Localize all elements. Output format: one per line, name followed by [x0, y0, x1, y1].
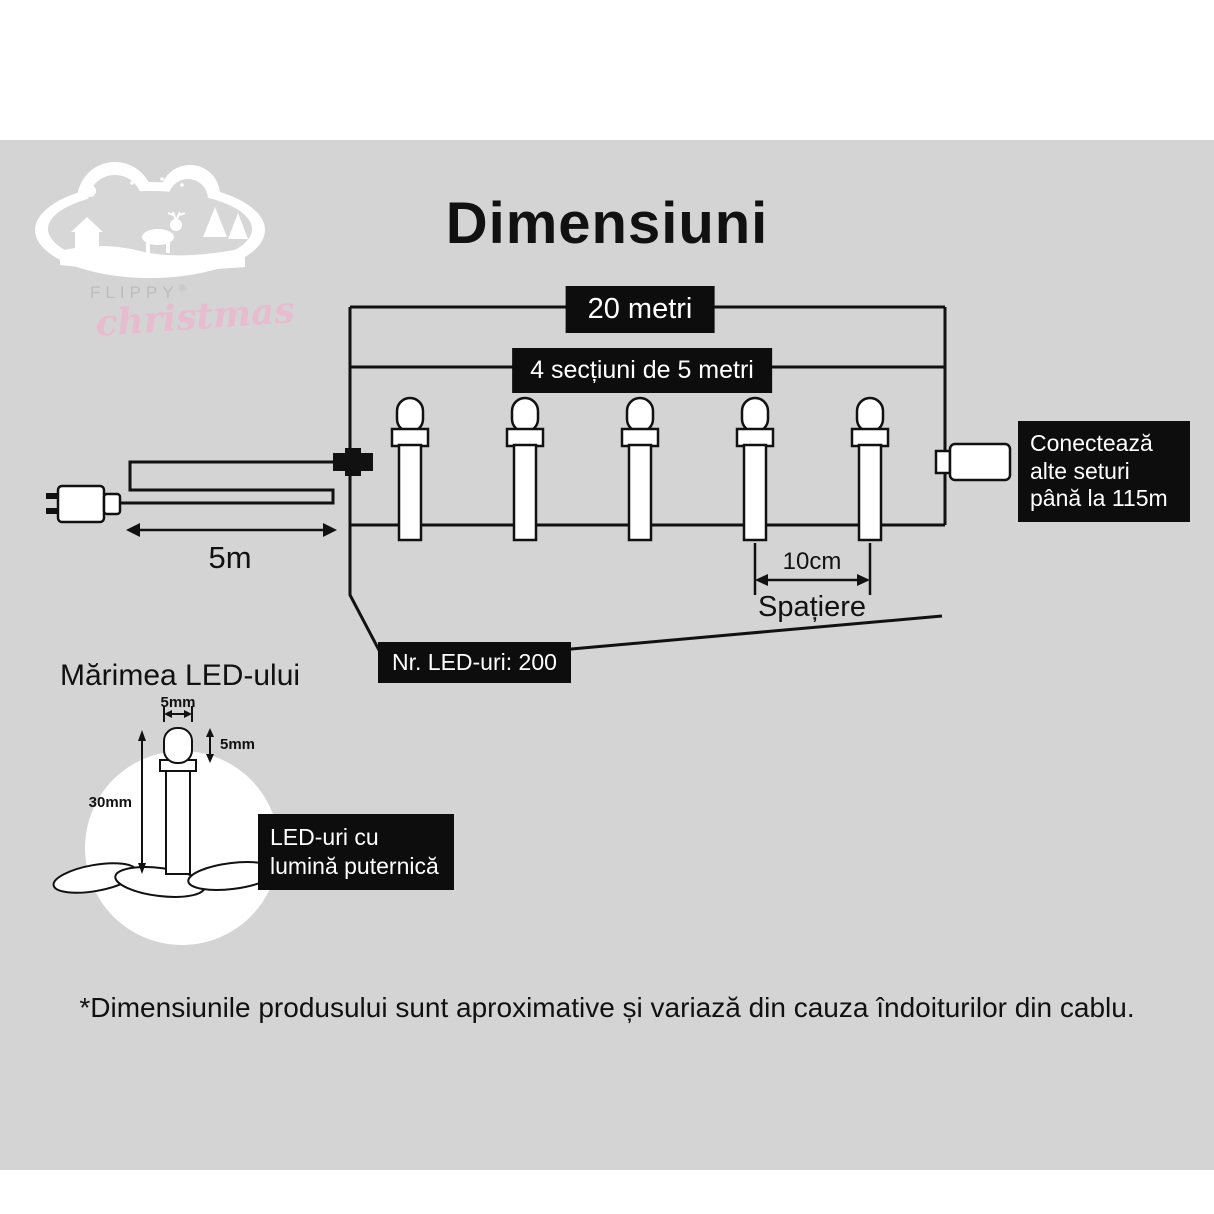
total-length-label: 20 metri [565, 286, 715, 333]
twisted-wire-icon [52, 859, 328, 898]
spacing-arrow [753, 543, 872, 595]
power-plug-icon [46, 484, 122, 524]
sections-label: 4 secțiuni de 5 metri [512, 348, 772, 393]
footnote: *Dimensiunile produsului sunt aproximati… [79, 992, 1135, 1023]
led-width-value: 5mm [160, 694, 196, 711]
led-cap-height-value: 5mm [220, 736, 256, 753]
brand-name: FLIPPY® [90, 283, 191, 302]
end-connector-icon [934, 442, 1012, 482]
connect-note-label: Conectează alte seturi până la 115m [1018, 421, 1190, 522]
lead-length-arrow [126, 523, 337, 537]
led-count-label: Nr. LED-uri: 200 [378, 642, 571, 683]
flippy-christmas-logo: FLIPPY® christmas [30, 155, 296, 355]
led-size-arrows [138, 706, 214, 874]
spacing-value: 10cm [782, 548, 842, 575]
led-bulb-large-icon [159, 727, 197, 875]
led-brightness-note: LED-uri cu lumină puternică [258, 814, 454, 890]
lead-length-value: 5m [208, 540, 252, 575]
led-size-figure [52, 706, 328, 945]
led-body-height-value: 30mm [88, 794, 132, 811]
led-size-title: Mărimea LED-ului [60, 659, 301, 692]
led-bulbs [390, 396, 890, 542]
spacing-label: Spațiere [757, 591, 866, 623]
cable-coupler-icon [333, 448, 373, 476]
winter-scene-icon [35, 162, 265, 278]
registered-mark: ® [178, 283, 191, 295]
page-title: Dimensiuni [445, 191, 769, 256]
